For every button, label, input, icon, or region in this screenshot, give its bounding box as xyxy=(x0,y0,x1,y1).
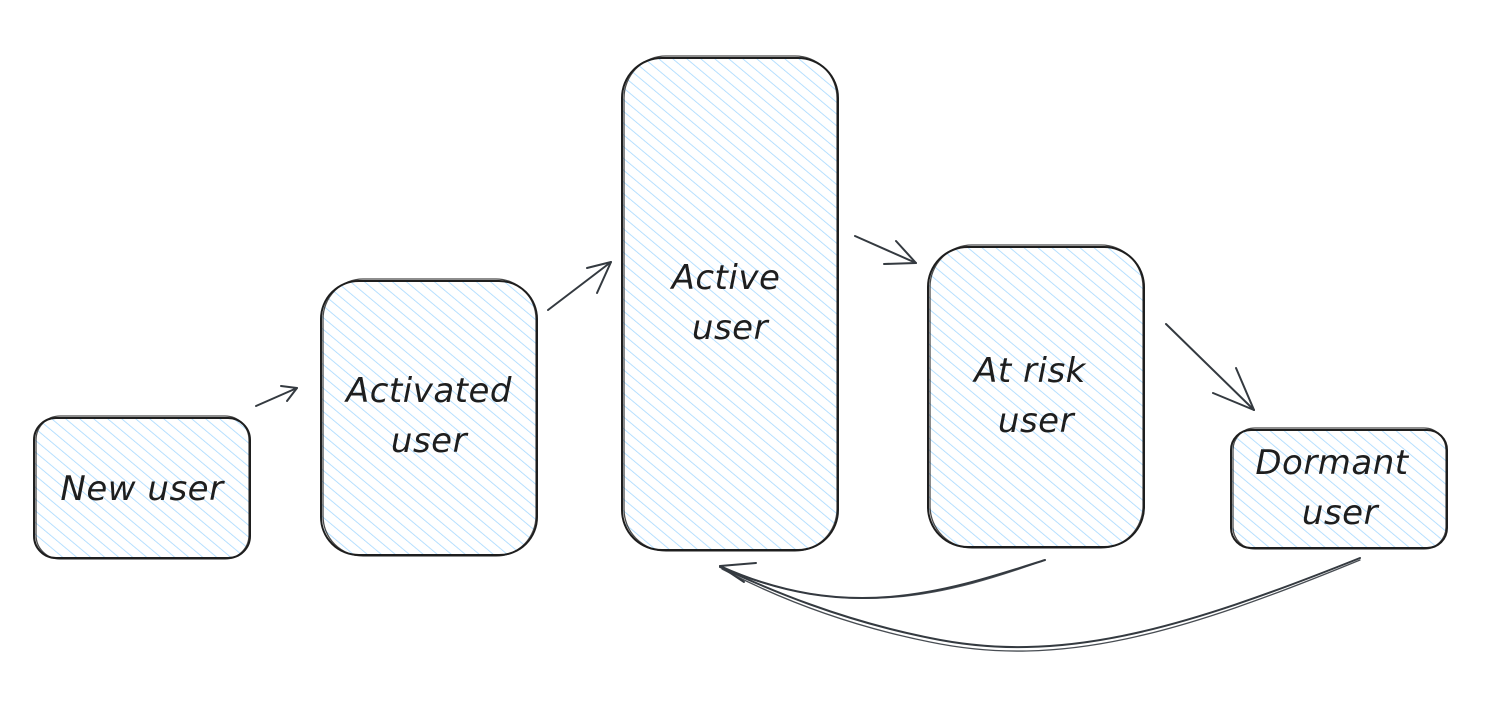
node-active-user-label-line1: Active xyxy=(670,258,781,298)
node-at-risk-user[interactable]: At risk user xyxy=(927,244,1145,549)
node-activated-user-label-line1: Activated xyxy=(344,371,512,411)
node-dormant-user-label-line1: Dormant xyxy=(1255,443,1409,483)
node-activated-user[interactable]: Activated user xyxy=(320,278,538,557)
node-dormant-user[interactable]: Dormant user xyxy=(1230,427,1448,550)
arrow-new-to-activated xyxy=(255,385,298,407)
node-new-user[interactable]: New user xyxy=(33,415,251,560)
arrow-active-to-at-risk xyxy=(854,235,917,265)
node-at-risk-user-label-line2: user xyxy=(998,401,1076,441)
node-active-user[interactable]: Active user xyxy=(621,55,839,552)
arrow-at-risk-to-dormant xyxy=(1165,323,1255,411)
node-at-risk-user-label-line1: At risk xyxy=(972,351,1087,391)
node-dormant-user-label-line2: user xyxy=(1302,493,1380,533)
node-new-user-label: New user xyxy=(60,469,225,509)
arrow-activated-to-active xyxy=(547,261,612,311)
node-active-user-label-line2: user xyxy=(692,308,770,348)
arrow-at-risk-to-active xyxy=(719,559,1046,599)
node-activated-user-label-line2: user xyxy=(391,421,469,461)
arrow-dormant-to-active xyxy=(719,557,1361,652)
